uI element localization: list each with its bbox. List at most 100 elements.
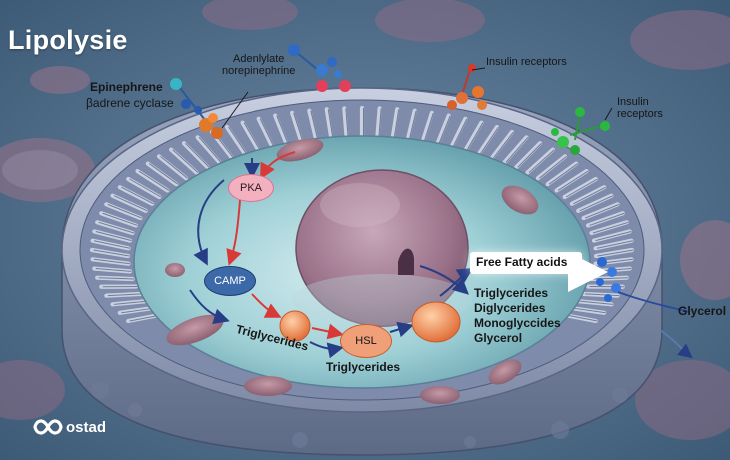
membrane-channel-shade [113,195,148,212]
membrane-channel [168,147,199,175]
page-title: Lipolysie [8,25,128,55]
membrane-channel [290,110,304,145]
membrane-channel-shade [528,149,555,173]
membrane-channel-shade [310,110,319,141]
membrane-channel-shade [548,163,578,185]
insulin-receptors-top-label: Insulin receptors [486,56,567,68]
membrane-channel [535,154,568,181]
epinephrine-receptor-icon [170,78,223,139]
membrane-channel [256,116,275,150]
membrane-channel-shade [505,137,529,163]
pathway-arrows [189,151,608,359]
membrane-channel [240,120,261,153]
membrane-channel-shade [584,203,620,219]
camp-label: CAMP [214,275,246,287]
membrane-channel [502,135,529,165]
insulin-receptor-right-icon [551,107,610,155]
membrane-channel-shade [129,178,162,198]
membrane-channel-shade [393,109,400,140]
membrane-channel [135,169,170,193]
membrane-channel-shade [565,178,598,198]
membrane-channel [405,108,417,143]
membrane-channel-shade [573,186,606,205]
membrane-channel-shade [596,240,634,249]
triglycerides-bottom-label: Triglycerides [326,360,401,374]
membrane-channel-shade [566,314,598,322]
membrane-channel-shade [198,137,222,163]
membrane-channel-shade [493,131,514,159]
wall-vesicles [91,381,628,448]
membrane-channel-shade [276,115,289,145]
membrane-channel [104,202,143,221]
membrane-channel-shade [107,203,143,219]
membrane-channel-shade [93,249,130,257]
membrane-channel [476,124,500,156]
triglyceride-droplet [279,310,311,342]
membrane-channel-shade [160,155,188,179]
membrane-channel [545,161,579,187]
membrane-channel [110,193,148,213]
adenylate-label: Adenlylate norepinephrine [222,53,296,77]
membrane-channel-shade [243,122,261,151]
fat-droplet [411,301,461,343]
free-fatty-acids-label: Free Fatty acids [476,255,568,269]
glycerol-label: Glycerol [678,304,727,318]
membrane-channel [224,124,248,156]
membrane-channel [562,176,598,200]
membrane-channel [195,135,222,165]
membrane-channel-shade [589,212,625,226]
product-glycerol: Glycerol [474,331,523,345]
membrane-channel-shade [185,142,210,168]
membrane-channel [324,107,334,142]
pka-label: PKA [239,182,262,194]
membrane-channel [576,193,614,213]
adenylate-receptor-icon [288,44,351,92]
membrane-channel-shade [121,307,154,314]
membrane-channel-shade [579,195,614,212]
membrane-channel [307,108,319,143]
insulin-receptors-right-label: Insulin receptors [617,96,663,120]
product-diglycerides: Diglycerides [474,301,546,315]
membrane-channel-shade [557,170,589,191]
membrane-channel-shade [595,230,632,242]
membrane-channel-shade [408,110,417,141]
membrane-channel-shade [149,163,179,185]
membrane-channel [514,141,543,170]
membrane-channel-shade [573,307,606,314]
membrane-channel [420,110,434,145]
membrane-channel [449,116,468,150]
hsl-node: HSL [340,324,392,358]
hsl-label: HSL [355,335,377,347]
nucleus [292,169,472,327]
membrane-channel-shade [539,155,567,179]
brand-logo: ostad [33,418,106,436]
membrane-channel-shade [121,186,154,205]
membrane-channel-shade [378,108,382,139]
membrane-channel-shade [438,115,451,145]
membrane-channel-shade [172,149,199,173]
membrane-channel-shade [98,221,135,234]
membrane-channel-shade [95,268,132,272]
membrane-channel-shade [93,240,131,249]
membrane-channel [390,107,400,142]
membrane-channel-shade [98,277,135,280]
membrane-channel [273,113,289,147]
membrane-channel-shade [102,212,138,226]
membrane-channel-shade [138,170,170,191]
membrane-channel-shade [95,230,132,242]
membrane-channel-shade [327,109,334,140]
membrane-channel-shade [293,112,304,143]
membrane-channel-shade [345,108,349,139]
membrane-channel [435,113,451,147]
background-cells [0,0,730,440]
membrane-channel-shade [579,300,613,305]
pka-node: PKA [228,174,274,202]
membrane-channel-shade [259,118,275,148]
membrane-channel [554,169,589,193]
membrane-channel [581,202,620,221]
free-fatty-acids-box [470,252,582,274]
membrane-channel [117,185,155,206]
membrane-channel [181,141,210,170]
